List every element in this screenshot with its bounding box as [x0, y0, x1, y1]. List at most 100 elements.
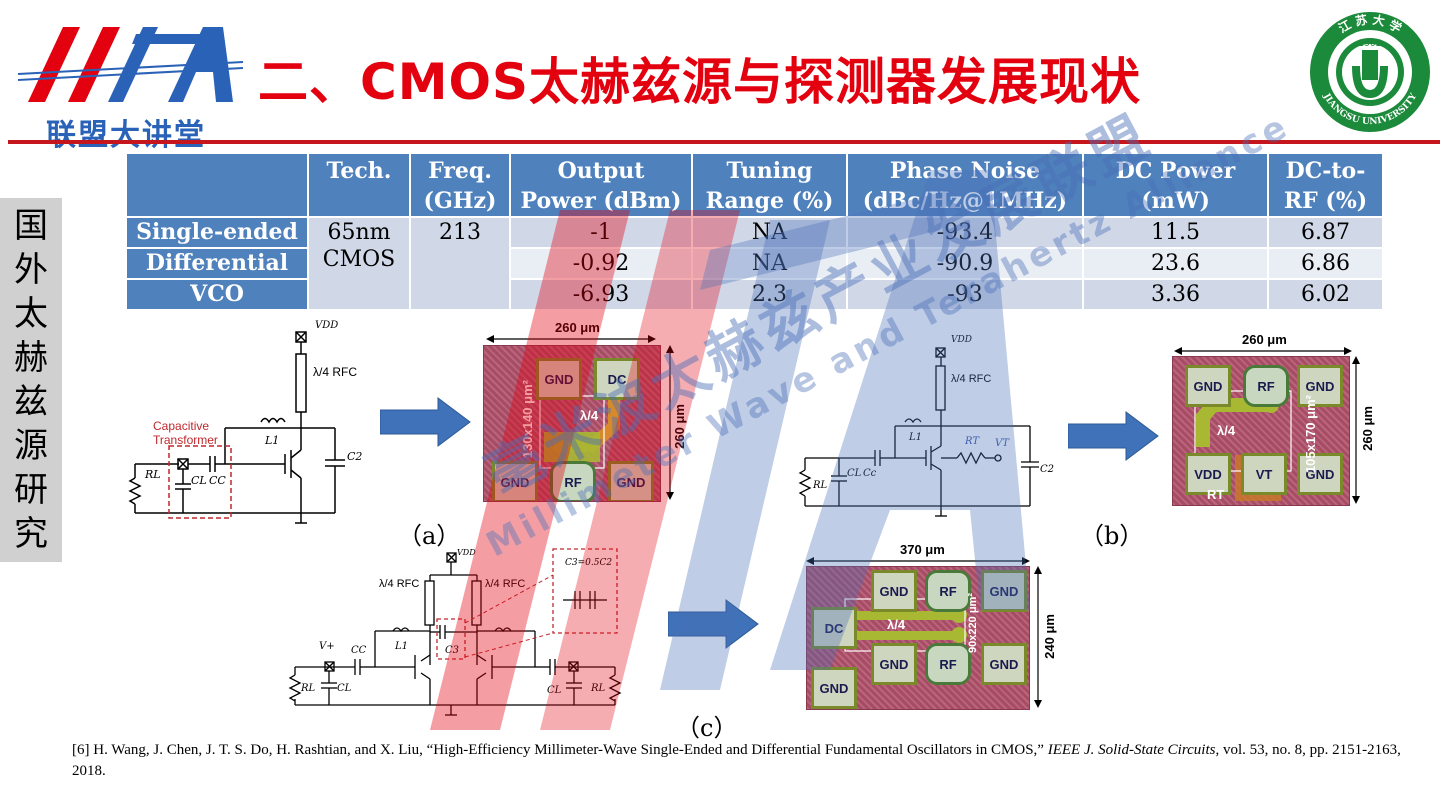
side-label-char: 赫 — [14, 338, 48, 378]
pad-gnd: GND — [871, 643, 917, 685]
pad-vdd: VDD — [1185, 453, 1231, 495]
table-cell: 6.87 — [1267, 216, 1384, 249]
c2-label: C2 — [1040, 464, 1054, 475]
c3-equation-label: C3=0.5C2 — [565, 558, 612, 568]
line-dimension-label: 90x220 μm² — [967, 593, 979, 653]
table-header-cell — [125, 152, 309, 218]
figure-a-label: （a） — [398, 522, 461, 550]
table-cell: 6.02 — [1267, 278, 1384, 311]
side-label-char: 研 — [14, 470, 48, 510]
table-cell: NA — [691, 247, 848, 280]
pad-gnd: GND — [871, 570, 917, 612]
university-logo-cn: 江 苏 大 学 — [1336, 12, 1405, 36]
table-cell: -1 — [509, 216, 693, 249]
reference-citation: [6] H. Wang, J. Chen, J. T. S. Do, H. Ra… — [72, 740, 1412, 782]
side-label-char: 外 — [14, 250, 48, 290]
side-label-char: 国 — [14, 206, 48, 246]
pad-vt: VT — [1241, 453, 1287, 495]
rl-label: RL — [812, 480, 828, 491]
university-logo-year: 1902 — [1359, 39, 1382, 49]
table-cell: 23.6 — [1082, 247, 1269, 280]
table-header-cell: Freq.(GHz) — [409, 152, 511, 218]
chip-width-label: 260 μm — [1242, 332, 1287, 347]
dimension-arrow — [486, 335, 656, 343]
line-dimension-label: 130x140 μm² — [520, 380, 535, 459]
dimension-arrow — [1034, 566, 1042, 708]
rl-label: RL — [144, 468, 161, 481]
table-cell: -93 — [846, 278, 1084, 311]
line-dimension-label: 105x170 μm² — [1303, 395, 1318, 474]
side-label-char: 究 — [14, 514, 48, 554]
table-cell: 2.3 — [691, 278, 848, 311]
alliance-brand-text: 联盟大讲堂 — [46, 118, 206, 153]
table-header-cell: Phase Noise(dBc/Hz@1MHz) — [846, 152, 1084, 218]
vt-label: VT — [995, 438, 1010, 449]
chip-height-label: 260 μm — [1360, 406, 1375, 451]
pad-rf: RF — [925, 643, 971, 685]
l1-label: L1 — [264, 434, 279, 447]
vdd-label: VDD — [457, 548, 476, 557]
cap-transformer-label: Transformer — [153, 433, 218, 447]
table-cell: 3.36 — [1082, 278, 1269, 311]
reference-journal: IEEE J. Solid-State Circuits — [1047, 742, 1216, 758]
table-row: Differential -0.92 NA -90.9 23.6 6.86 — [125, 247, 1384, 280]
chip-height-label: 240 μm — [1042, 614, 1057, 659]
table-cell: 6.86 — [1267, 247, 1384, 280]
pad-gnd: GND — [1185, 365, 1231, 407]
chip-micrograph-a: GND DC GND RF GND 130x140 μm² λ/4 — [483, 345, 661, 502]
l1-label: L1 — [394, 641, 408, 652]
table-cell: -93.4 — [846, 216, 1084, 249]
figure-b-label: （b） — [1080, 522, 1144, 550]
rl-label: RL — [300, 683, 316, 694]
rfc-label: λ/4 RFC — [379, 578, 419, 590]
table-row: VCO -6.93 2.3 -93 3.36 6.02 — [125, 278, 1384, 311]
side-label-char: 兹 — [14, 382, 48, 422]
dimension-arrow — [666, 345, 674, 500]
row-label: Differential — [125, 247, 309, 280]
rfc-label: λ/4 RFC — [313, 365, 357, 379]
chip-micrograph-c: GND RF GND DC GND RF GND GND λ/4 90x220 … — [806, 566, 1030, 710]
cap-transformer-label: Capacitive — [153, 419, 209, 433]
pad-rf: RF — [550, 461, 596, 501]
pad-rf: RF — [925, 570, 971, 612]
dimension-arrow — [806, 557, 1030, 565]
pad-gnd: GND — [536, 358, 582, 400]
c3-label: C3 — [445, 645, 459, 656]
header-divider — [8, 140, 1440, 144]
pad-gnd: GND — [492, 461, 538, 501]
pad-gnd: GND — [608, 461, 654, 501]
rt-label: RT — [964, 436, 980, 447]
cc-label: Cc — [863, 468, 877, 479]
svg-text:江 苏 大 学: 江 苏 大 学 — [1336, 12, 1405, 36]
university-logo: 1902 JIANGSU UNIVERSITY 江 苏 大 学 — [1300, 6, 1440, 134]
side-section-label: 国 外 太 赫 兹 源 研 究 — [0, 198, 62, 562]
chip-micrograph-b: GND RF GND VDD VT GND 105x170 μm² λ/4 RT — [1172, 356, 1350, 506]
alliance-logo-mark — [17, 27, 244, 102]
table-header-cell: Tech. — [307, 152, 411, 218]
arrow-right-icon — [380, 397, 471, 447]
alliance-logo: 联盟大讲堂 — [17, 22, 248, 153]
cl-label: CL — [847, 468, 862, 479]
table-cell: -6.93 — [509, 278, 693, 311]
arrow-right-icon — [668, 599, 759, 649]
dimension-arrow — [1352, 356, 1360, 504]
freq-cell: 213 — [409, 216, 511, 311]
side-label-char: 太 — [14, 294, 48, 334]
row-label: Single-ended — [125, 216, 309, 249]
schematic-b: VDD λ/4 RFC RT VT C2 RL CL Cc L1 — [798, 335, 1054, 517]
pad-dc: DC — [811, 607, 857, 649]
reference-tail: , vol. 53, no. 8, pp. 2151-2163, 2018. — [72, 742, 1401, 779]
cl-label: CL — [191, 474, 207, 487]
pad-rf: RF — [1243, 365, 1289, 407]
table-cell: NA — [691, 216, 848, 249]
chip-width-label: 260 μm — [555, 320, 600, 335]
schematic-c: C3=0.5C2 VDD λ/4 RFC λ/4 RFC V+ CC L1 C3… — [288, 548, 622, 716]
reference-main: [6] H. Wang, J. Chen, J. T. S. Do, H. Ra… — [72, 742, 1048, 758]
pad-gnd: GND — [1297, 365, 1343, 407]
line-label: λ/4 — [580, 408, 599, 423]
rfc-label: λ/4 RFC — [485, 578, 525, 590]
